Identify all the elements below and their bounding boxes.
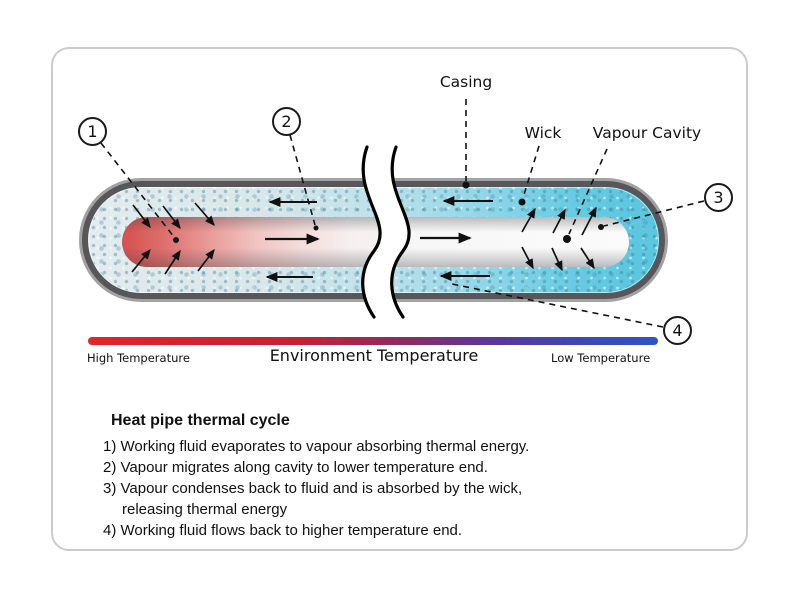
pipe-break [361,145,411,319]
legend-step-3: 3) Vapour condenses back to fluid and is… [103,480,523,497]
wick-return-arrows [265,196,493,282]
callout-4: 4 [663,316,692,345]
leader-dot-vapour-cavity [563,235,571,243]
leader-callout-2 [289,134,316,226]
evaporation-arrows [131,202,215,275]
leader-dot-1 [173,237,179,243]
callout-3: 3 [704,183,733,212]
leader-lines [100,99,705,328]
legend-step-4: 4) Working fluid flows back to higher te… [103,522,463,539]
legend-step-3-continued: releasing thermal energy [122,501,288,518]
callout-2: 2 [272,107,301,136]
vapour-flow-arrows [265,232,472,245]
low-temperature-label: Low Temperature [551,351,651,365]
leader-dot-3 [598,224,604,230]
leader-vapour-cavity-label [568,148,608,235]
leader-dot-2 [313,225,319,231]
leader-dot-casing [462,181,470,189]
legend-step-2: 2) Vapour migrates along cavity to lower… [103,459,488,476]
casing-label: Casing [439,73,493,91]
wick-label: Wick [524,124,562,142]
vapour-cavity-label: Vapour Cavity [592,124,702,142]
legend-title: Heat pipe thermal cycle [111,412,290,429]
temperature-gradient-bar [88,337,658,345]
leader-dot-wick [518,198,526,206]
leader-callout-3 [603,200,705,227]
leader-callout-1 [100,142,175,238]
environment-temperature-label: Environment Temperature [269,346,479,365]
high-temperature-label: High Temperature [87,351,190,365]
legend: Heat pipe thermal cycle 1) Working fluid… [103,412,683,541]
callout-1: 1 [78,117,107,146]
leader-wick-label [522,145,540,199]
leader-dots [173,181,604,243]
leader-callout-4 [451,283,664,328]
legend-step-1: 1) Working fluid evaporates to vapour ab… [103,438,530,455]
condensation-arrows [521,206,597,272]
